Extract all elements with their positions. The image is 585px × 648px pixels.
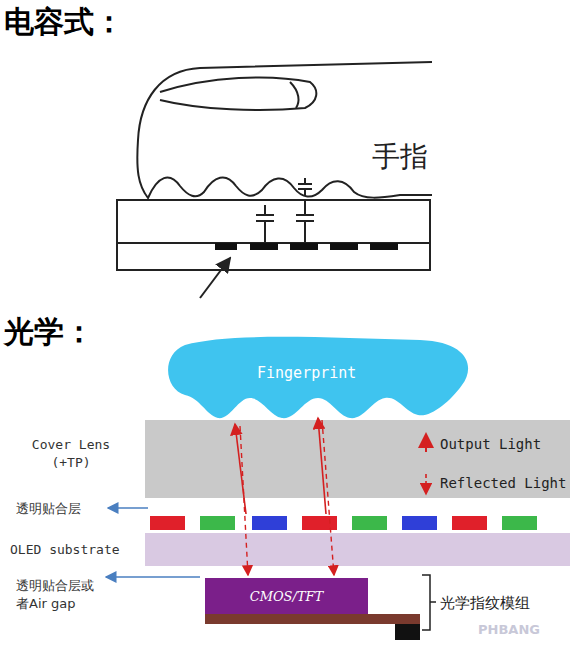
layer-label: 透明贴合层或者Air gap — [16, 577, 100, 613]
section-heading: 光学： — [4, 312, 94, 353]
sensor-chip: CMOS/TFT — [205, 578, 368, 614]
pixel-row — [150, 516, 537, 530]
legend-arrow — [425, 434, 427, 452]
module-label: 光学指纹模组 — [440, 594, 530, 613]
capacitor-symbols — [256, 178, 314, 243]
module-bracket — [422, 575, 436, 630]
connector-block — [395, 624, 420, 640]
watermark: PHBANG — [478, 622, 540, 637]
leader-arrow — [106, 576, 200, 578]
pointer-arrow — [200, 258, 230, 298]
reflected-ray — [240, 426, 248, 575]
module-board — [205, 614, 420, 624]
reflected-ray — [322, 420, 334, 575]
fingerprint-blob — [168, 337, 468, 418]
fingerprint-node: Fingerprint — [165, 340, 470, 420]
sensor-plate — [117, 200, 430, 270]
section-heading: 电容式： — [4, 2, 124, 43]
light-label: Output Light — [438, 436, 543, 452]
cover-lens-band: Output LightReflected Light — [145, 420, 570, 498]
leader-arrow — [108, 507, 148, 509]
finger-label: 手指 — [372, 138, 428, 176]
finger-drawing — [137, 62, 432, 198]
electrode-pads — [215, 243, 398, 250]
layer-label: 透明贴合层 — [16, 500, 81, 518]
legend-arrow — [425, 474, 427, 494]
layer-label: Cover Lens (+TP) — [16, 436, 126, 472]
oled-substrate — [145, 533, 570, 566]
output-ray — [235, 424, 246, 514]
fingerprint-label: Fingerprint — [257, 364, 356, 382]
output-ray — [318, 418, 326, 514]
chip-label: CMOS/TFT — [250, 589, 324, 604]
layer-label: OLED substrate — [10, 542, 120, 557]
light-label: Reflected Light — [438, 475, 568, 491]
